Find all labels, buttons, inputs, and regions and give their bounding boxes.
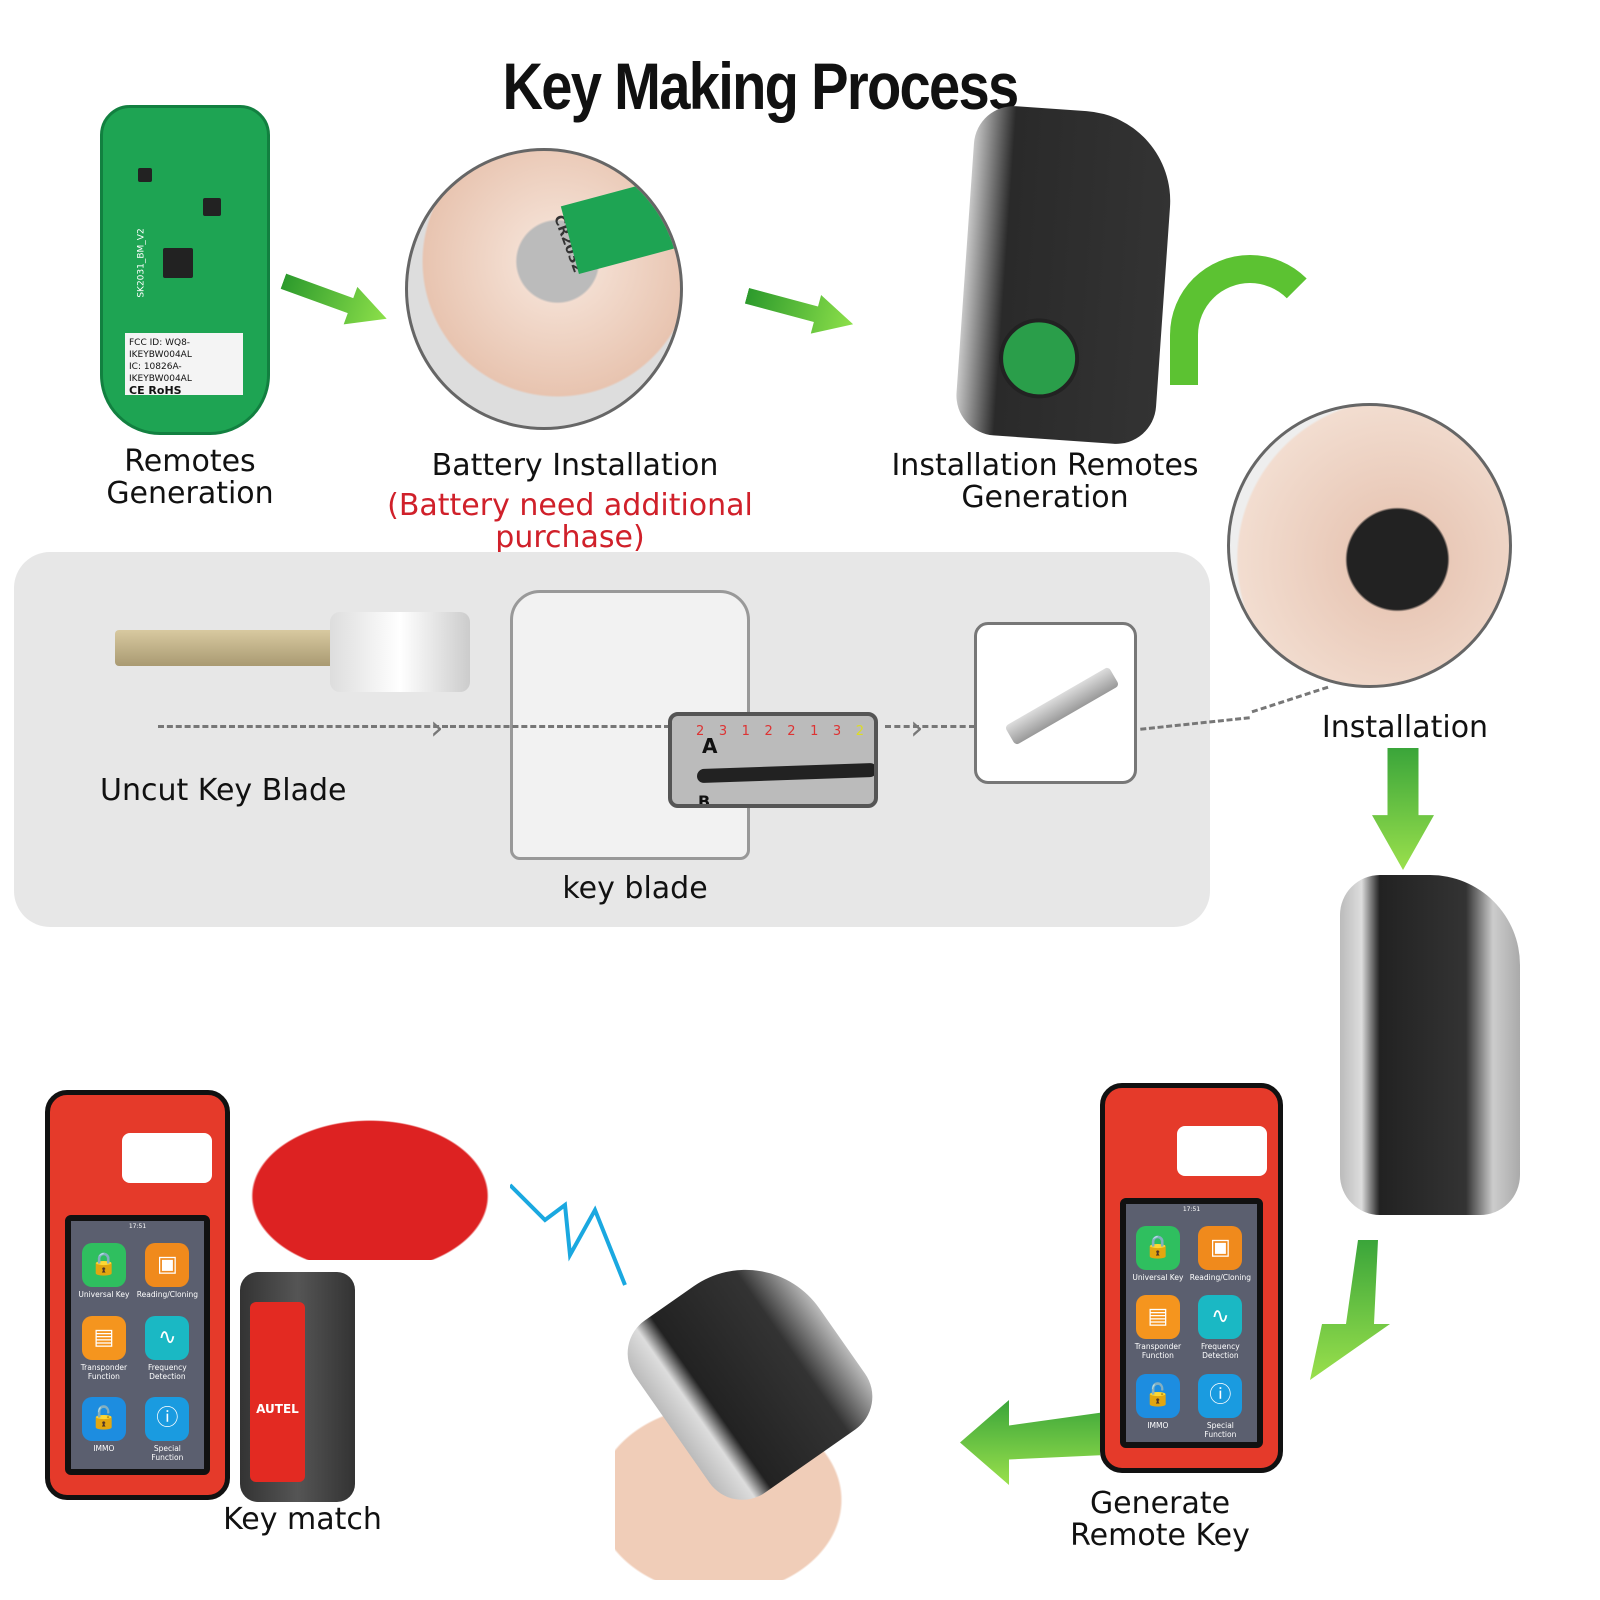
finished-smart-key-image (1340, 875, 1520, 1215)
dashed-arrow (158, 725, 448, 728)
app-immo[interactable]: 🔓 IMMO (1132, 1370, 1184, 1442)
app-label: Frequency Detection (1201, 1342, 1240, 1361)
label-installation-remotes-generation: Installation Remotes Generation (891, 448, 1199, 515)
label-key-blade: key blade (562, 871, 708, 906)
battery-installation-image: CR2032 (405, 148, 683, 430)
cut-code: 3 (832, 724, 842, 739)
cut-code: 3 (718, 724, 728, 739)
arrow-right-icon (276, 262, 393, 337)
label-uncut-key-blade: Uncut Key Blade (100, 773, 347, 808)
app-frequency[interactable]: ∿ Frequency Detection (1190, 1291, 1251, 1363)
key-programmer-tablet-left: 17:51 🔒 Universal Key ▣ Reading/Cloning ▤ T… (45, 1090, 230, 1500)
app-reading-cloning[interactable]: ▣ Reading/Cloning (1190, 1222, 1251, 1285)
uncut-blade-image (115, 630, 345, 666)
cut-code: 2 (787, 724, 796, 739)
transponder-icon: ▤ (81, 1315, 126, 1360)
frequency-icon: ∿ (145, 1315, 190, 1360)
signal-wave-icon (510, 1183, 627, 1286)
app-reading-cloning[interactable]: ▣ Reading/Cloning (137, 1239, 198, 1306)
blade-head-image (330, 612, 470, 692)
special-function-icon: ⓘ (1198, 1373, 1243, 1418)
label-installation: Installation (1321, 710, 1489, 745)
red-car-image (220, 1100, 520, 1260)
app-label: IMMO (93, 1444, 115, 1454)
cut-code: 1 (741, 724, 750, 739)
transponder-icon: ▤ (1135, 1295, 1180, 1340)
pcb-sticker: FCC ID: WQ8-IKEYBW004AL IC: 10826A-IKEYB… (125, 333, 243, 397)
app-frequency[interactable]: ∿ Frequency Detection (137, 1312, 198, 1388)
cut-code: 2 (855, 724, 864, 739)
app-universal-key[interactable]: 🔒 Universal Key (1132, 1222, 1184, 1285)
curved-arrow-icon (1170, 255, 1330, 385)
label-generate-remote-key: Generate Remote Key (1070, 1486, 1250, 1553)
status-time: 17:51 (1182, 1206, 1201, 1213)
remote-icon: 🔒 (81, 1243, 126, 1287)
label-battery-note: (Battery need additional purchase) (387, 488, 753, 555)
app-immo[interactable]: 🔓 IMMO (77, 1393, 131, 1469)
arrow-head-icon: › (430, 708, 444, 748)
label-remotes-generation: Remotes Generation (106, 444, 274, 511)
app-label: Special Function (151, 1444, 184, 1463)
scan-chip-icon: ▣ (145, 1243, 190, 1287)
immo-lock-icon: 🔓 (1135, 1373, 1180, 1418)
app-label: IMMO (1147, 1420, 1169, 1430)
pcb-board-label: SK2031_BM_V2 (136, 228, 147, 298)
app-universal-key[interactable]: 🔒 Universal Key (77, 1239, 131, 1306)
key-programmer-tablet-right: 17:51 🔒 Universal Key ▣ Reading/Cloning ▤ T… (1100, 1083, 1283, 1473)
frequency-icon: ∿ (1198, 1295, 1243, 1340)
installation-image (1227, 403, 1512, 688)
special-function-icon: ⓘ (145, 1397, 190, 1442)
cut-code: 2 (696, 724, 705, 739)
app-label: Frequency Detection (148, 1362, 187, 1381)
ic-id: IC: 10826A-IKEYBW004AL (129, 362, 192, 384)
app-transponder[interactable]: ▤ Transponder Function (77, 1312, 131, 1388)
fcc-id: FCC ID: WQ8-IKEYBW004AL (129, 338, 192, 360)
remote-pcb-image: SK2031_BM_V2 FCC ID: WQ8-IKEYBW004AL IC:… (100, 105, 270, 435)
app-transponder[interactable]: ▤ Transponder Function (1132, 1291, 1184, 1363)
page-title: Key Making Process (502, 49, 1019, 123)
app-label: Special Function (1204, 1420, 1237, 1439)
app-label: Transponder Function (80, 1362, 128, 1381)
app-label: Universal Key (78, 1290, 130, 1299)
vci-brand: AUTEL (250, 1302, 305, 1482)
arrow-left-icon (960, 1400, 1100, 1485)
arrow-down-left-icon (1310, 1240, 1390, 1380)
cut-key-image (974, 622, 1137, 784)
cut-code: 2 (764, 724, 773, 739)
app-label: Reading/Cloning (136, 1290, 198, 1299)
status-time: 17:51 (128, 1223, 147, 1230)
app-label: Transponder Function (1134, 1342, 1182, 1361)
key-cut-chart: 2 3 1 2 2 1 3 2 A B (668, 712, 878, 808)
app-label: Universal Key (1132, 1273, 1184, 1282)
side-b-label: B (698, 792, 711, 808)
immo-lock-icon: 🔓 (81, 1397, 126, 1442)
remote-icon: 🔒 (1135, 1226, 1180, 1270)
label-key-match: Key match (223, 1502, 382, 1537)
label-battery-installation: Battery Installation (431, 448, 719, 483)
side-a-label: A (702, 734, 718, 758)
arrow-down-icon (1372, 748, 1434, 870)
arrow-right-icon (742, 276, 859, 343)
key-shell-open-image (953, 103, 1177, 447)
cut-code: 1 (810, 724, 819, 739)
app-label: Reading/Cloning (1189, 1273, 1251, 1282)
vci-dongle-image: AUTEL (240, 1272, 355, 1502)
scan-chip-icon: ▣ (1198, 1226, 1243, 1270)
cert-marks: CE RoHS (129, 384, 182, 397)
